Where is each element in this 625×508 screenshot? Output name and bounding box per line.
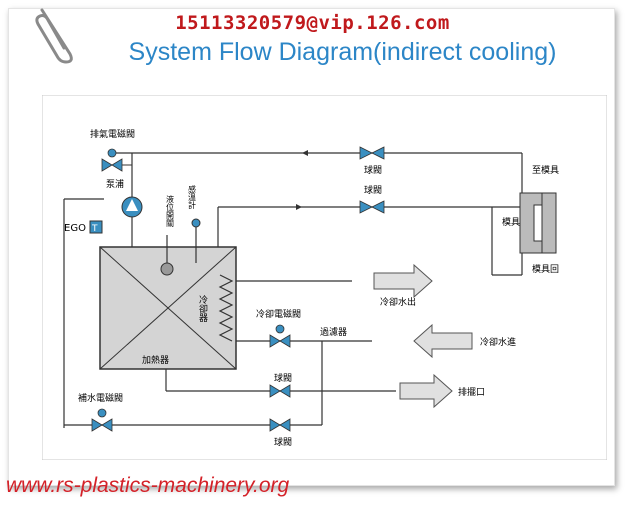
mold-label: 模具 [502,217,520,228]
exhaust-solenoid-icon [101,148,123,172]
cooling-water-in-label: 冷卻水進 [480,336,516,348]
ball-valve-lower-label: 球閥 [274,372,292,384]
mold-icon [519,192,557,254]
to-mold-label: 至模具 [532,165,559,176]
ball-valve-mid-icon [359,200,385,214]
refill-solenoid-icon [91,408,113,432]
paperclip-icon [35,8,73,64]
filter-label: 過濾器 [320,326,347,338]
ego-label: EGO [64,223,86,234]
cooling-water-out-arrow [373,263,433,299]
ball-valve-bottom-icon [269,418,291,432]
ball-valve-top-label: 球閥 [364,164,382,176]
thermometer-label: 感溫計 [188,184,197,210]
t-box-label: T [91,224,98,234]
contact-phone-email: 15113320579@vip.126.com [175,12,450,34]
heater-label: 加熱器 [142,354,169,366]
ball-valve-bottom-label: 球閥 [274,436,292,448]
ball-valve-top-icon [359,146,385,160]
cooler-label: 冷卻器 [197,294,208,322]
cooler-coil [218,274,234,342]
website-url[interactable]: www.rs-plastics-machinery.org [6,474,290,497]
cooling-solenoid-label: 冷卻電磁閥 [256,308,301,320]
drain-arrow [399,373,453,409]
level-float-icon [160,262,174,276]
thermometer-icon [191,218,201,228]
level-switch-label: 液位開關 [166,194,175,228]
ball-valve-mid-label: 球閥 [364,184,382,196]
page-title: System Flow Diagram(indirect cooling) [128,38,557,66]
pump-label: 泵浦 [106,178,124,190]
drain-label: 排擺口 [458,386,485,398]
exhaust-valve-label: 排氣電磁閥 [90,128,135,140]
cooling-water-in-arrow [413,323,473,359]
tank [99,246,237,370]
cooling-solenoid-icon [269,324,291,348]
t-box-icon [89,220,103,234]
flow-diagram: 球閥 排氣電磁閥 球閥 至模具 模具 模具回 EGO T 泵浦 液位開關 感溫計… [42,95,607,460]
cooling-water-out-label: 冷卻水出 [380,296,416,308]
mold-return-label: 模具回 [532,264,559,275]
ball-valve-lower-icon [269,384,291,398]
refill-solenoid-label: 補水電磁閥 [78,392,123,404]
